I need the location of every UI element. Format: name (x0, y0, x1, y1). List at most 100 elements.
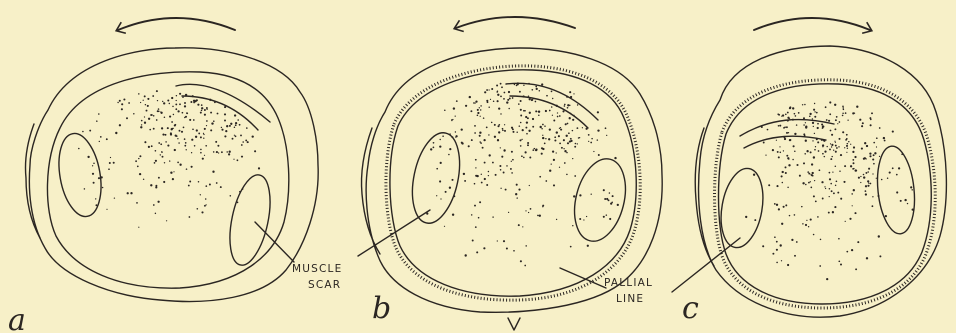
stipple-dot (153, 204, 155, 206)
stipple-dot (609, 192, 611, 194)
stipple-dot (519, 91, 521, 93)
stipple-dot (829, 196, 830, 197)
stipple-dot (246, 127, 248, 129)
stipple-dot (519, 125, 521, 127)
stipple-dot (835, 145, 837, 147)
stipple-dot (572, 225, 573, 226)
stipple-dot (876, 137, 878, 139)
stipple-dot (205, 145, 207, 147)
stipple-dot (191, 166, 193, 168)
stipple-dot (148, 118, 150, 120)
stipple-dot (785, 204, 787, 206)
stipple-dot (147, 105, 149, 107)
stipple-dot (521, 139, 522, 140)
stipple-dot (179, 130, 181, 132)
stipple-dot (164, 162, 165, 163)
stipple-dot (814, 116, 816, 118)
stipple-dot (802, 223, 803, 224)
stipple-dot (498, 107, 500, 109)
stipple-dot (819, 265, 821, 267)
stipple-dot (212, 171, 214, 173)
stipple-dot (785, 166, 787, 168)
stipple-dot (846, 145, 848, 147)
stipple-dot (192, 129, 194, 131)
stipple-dot (176, 100, 177, 101)
stipple-dot (787, 187, 788, 188)
stipple-dot (839, 121, 841, 123)
stipple-dot (169, 103, 170, 104)
stipple-dot (218, 152, 219, 153)
stipple-dot (577, 104, 578, 105)
stipple-dot (200, 152, 202, 154)
stipple-dot (515, 193, 517, 195)
stipple-dot (498, 131, 500, 133)
stipple-dot (176, 135, 178, 137)
stipple-dot (477, 114, 479, 116)
stipple-dot (883, 137, 885, 139)
stipple-dot (179, 164, 181, 166)
stipple-dot (900, 200, 902, 202)
stipple-dot (78, 148, 80, 150)
stipple-dot (831, 190, 833, 192)
stipple-dot (556, 152, 557, 153)
stipple-dot (591, 194, 592, 195)
stipple-dot (843, 109, 845, 111)
stipple-dot (500, 169, 502, 171)
stipple-dot (863, 158, 865, 160)
stipple-dot (167, 127, 169, 129)
stipple-dot (551, 106, 553, 108)
stipple-dot (528, 130, 530, 132)
stipple-dot (494, 136, 496, 138)
stipple-dot (108, 168, 110, 170)
stipple-dot (535, 149, 537, 151)
stipple-dot (479, 107, 480, 108)
stipple-dot (181, 131, 183, 133)
stipple-dot (532, 118, 534, 120)
stipple-dot (452, 119, 453, 120)
stipple-dot (597, 139, 598, 140)
stipple-dot (806, 150, 808, 152)
stipple-dot (541, 83, 543, 85)
stipple-dot (203, 134, 204, 135)
stipple-dot (551, 163, 552, 164)
stipple-dot (587, 245, 589, 247)
stipple-dot (203, 133, 204, 134)
stipple-dot (585, 128, 587, 130)
stipple-dot (492, 216, 493, 217)
stipple-dot (762, 245, 764, 247)
stipple-dot (171, 97, 173, 99)
stipple-dot (774, 236, 776, 238)
stipple-dot (511, 161, 512, 162)
stipple-dot (554, 136, 556, 138)
stipple-dot (233, 159, 234, 160)
stipple-dot (541, 147, 543, 149)
stipple-dot (831, 144, 833, 146)
muscle-scar-a-left (53, 130, 107, 220)
stipple-dot (137, 166, 139, 168)
stipple-dot (138, 93, 140, 95)
stipple-dot (822, 146, 823, 147)
stipple-dot (464, 180, 466, 182)
stipple-dot (488, 106, 489, 107)
stipple-dot (842, 107, 844, 109)
stipple-dot (865, 185, 867, 187)
stipple-dot (522, 95, 524, 97)
stipple-dot (198, 132, 200, 134)
stipple-dot (805, 140, 807, 142)
stipple-dot (436, 195, 437, 196)
stipple-dot (783, 150, 784, 151)
stipple-dot (538, 114, 540, 116)
stipple-dot (554, 139, 556, 141)
stipple-dot (784, 138, 786, 140)
stipple-dot (814, 103, 815, 104)
stipple-dot (504, 130, 506, 132)
stipple-dot (133, 113, 135, 115)
shell-a-inner-rim (47, 72, 288, 288)
stipple-dot (474, 102, 475, 103)
stipple-dot (833, 150, 834, 151)
stipple-dot (511, 172, 513, 174)
stipple-dot (834, 104, 836, 106)
stipple-dot (830, 158, 832, 160)
stipple-dot (552, 150, 554, 152)
stipple-dot (440, 162, 442, 164)
